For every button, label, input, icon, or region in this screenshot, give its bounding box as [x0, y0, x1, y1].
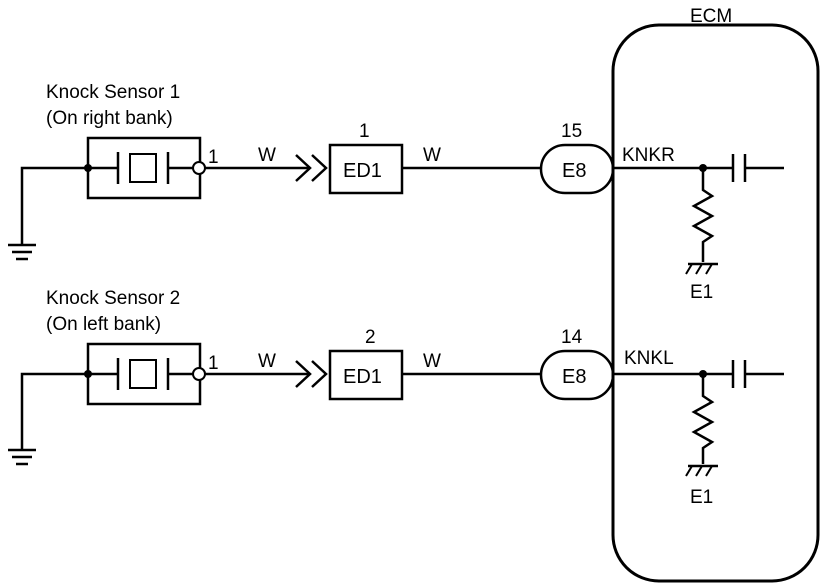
ecm-resistor-2-icon	[691, 374, 715, 464]
junction-1-pin: 1	[359, 121, 370, 142]
ecm-signal-knkl: KNKL	[624, 348, 674, 369]
sensor-1-wire-in-color: W	[258, 145, 276, 166]
ecm-connector-1-pin: 15	[561, 121, 582, 142]
junction-2-label: ED1	[343, 366, 382, 388]
sensor-1-wire-out-color: W	[423, 145, 441, 166]
sensor-2-connector-chevron-icon	[295, 360, 328, 388]
sensor-1-pin: 1	[208, 147, 219, 168]
knock-sensor-2-circuit: Knock Sensor 2 (On left bank) 1 W 2 ED	[8, 288, 784, 508]
ecm-connector-1-label: E8	[562, 160, 586, 182]
sensor-1-ground-icon	[8, 166, 88, 261]
knock-sensor-2-body	[84, 342, 206, 406]
sensor-1-connector-chevron-icon	[295, 154, 328, 182]
ecm-block: ECM	[611, 6, 820, 583]
ecm-ground-2-label: E1	[690, 487, 713, 508]
sensor-1-name: Knock Sensor 1	[46, 82, 180, 103]
ecm-input-1-circuit	[613, 154, 784, 182]
sensor-2-name: Knock Sensor 2	[46, 288, 180, 309]
ecm-resistor-1-icon	[691, 168, 715, 262]
sensor-2-wire-in-color: W	[258, 351, 276, 372]
knock-sensor-1-body	[84, 136, 206, 200]
junction-1-label: ED1	[343, 160, 382, 182]
ecm-chassis-ground-1-icon	[685, 262, 718, 275]
ecm-signal-knkr: KNKR	[622, 145, 675, 166]
knock-sensor-1-circuit: Knock Sensor 1 (On right bank) 1 W	[8, 82, 784, 303]
sensor-2-wire-out-color: W	[423, 351, 441, 372]
sensor-2-ground-icon	[8, 372, 88, 466]
sensor-2-location: (On left bank)	[46, 314, 161, 335]
ecm-connector-2-pin: 14	[561, 327, 583, 348]
ecm-outline	[611, 23, 820, 583]
ecm-ground-1-label: E1	[690, 282, 713, 303]
sensor-2-pin: 1	[208, 353, 219, 374]
junction-2-pin: 2	[365, 327, 376, 348]
ecm-connector-2-label: E8	[562, 366, 586, 388]
sensor-1-location: (On right bank)	[46, 108, 173, 129]
ecm-label: ECM	[690, 6, 732, 27]
ecm-chassis-ground-2-icon	[685, 464, 718, 477]
